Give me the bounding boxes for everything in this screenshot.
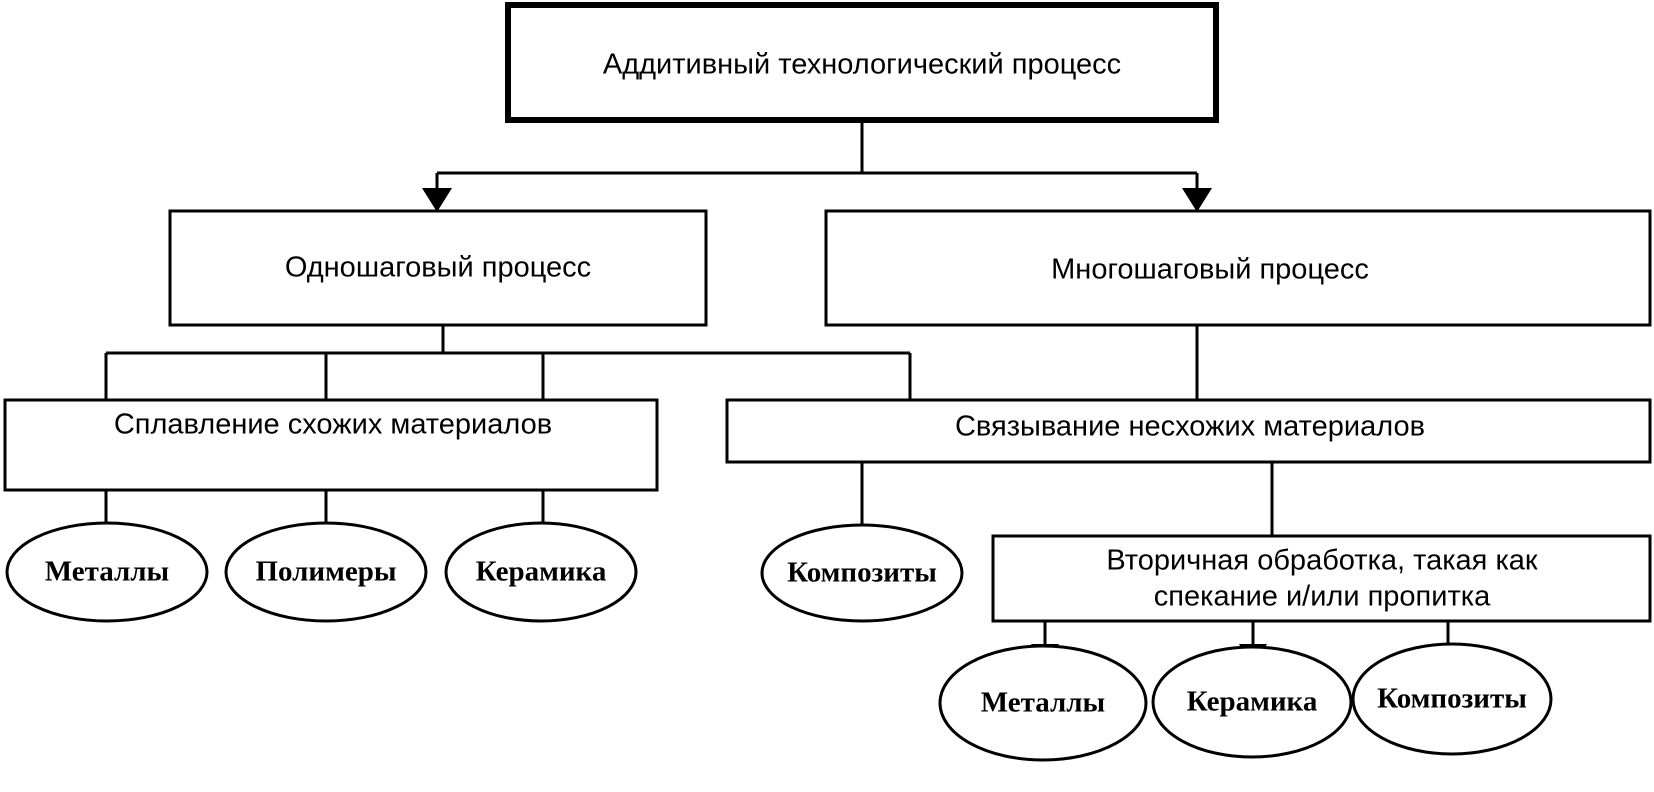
node-secondary-processing-line1: Вторичная обработка, такая как [1106, 545, 1538, 577]
node-root[interactable]: Аддитивный технологический процесс [505, 2, 1219, 123]
node-polymers-left-label: Полимеры [255, 556, 396, 588]
node-multi-step-shape [824, 209, 1652, 327]
node-single-step[interactable]: Одношаговый процесс [168, 209, 708, 327]
edge-single-step-to-fusion [104, 325, 912, 400]
node-fusion-similar-shape [3, 398, 659, 492]
node-single-step-shape [168, 209, 708, 327]
node-polymers-left[interactable]: Полимеры [224, 521, 428, 623]
node-composites-right-shape [1351, 642, 1553, 756]
node-secondary-processing-line2: спекание и/или пропитка [1154, 581, 1491, 613]
arrow-head-multi-step [1182, 188, 1212, 212]
node-metals-right[interactable]: Металлы [938, 644, 1148, 762]
node-binding-dissimilar[interactable]: Связывание несхожих материалов [725, 398, 1652, 464]
node-multi-step-label: Многошаговый процесс [1051, 254, 1369, 286]
node-metals-right-label: Металлы [981, 687, 1105, 719]
node-ceramics-right-label: Керамика [1187, 686, 1318, 718]
node-ceramics-right-shape [1151, 645, 1353, 759]
arrow-head-single-step [422, 188, 452, 212]
node-multi-step[interactable]: Многошаговый процесс [824, 209, 1652, 327]
node-binding-dissimilar-shape [725, 398, 1652, 464]
node-composites-mid-shape [760, 523, 964, 623]
node-composites-right[interactable]: Композиты [1351, 642, 1553, 756]
node-single-step-label: Одношаговый процесс [285, 252, 591, 284]
node-polymers-left-shape [224, 521, 428, 623]
node-secondary-processing-shape [991, 534, 1652, 623]
node-metals-left-shape [5, 521, 209, 623]
node-ceramics-left-label: Керамика [476, 556, 607, 588]
node-composites-mid[interactable]: Композиты [760, 523, 964, 623]
node-fusion-similar[interactable]: Сплавление схожих материалов [3, 398, 659, 492]
node-ceramics-right[interactable]: Керамика [1151, 645, 1353, 759]
node-root-shape [505, 2, 1219, 123]
node-composites-right-label: Композиты [1377, 683, 1527, 715]
node-fusion-similar-label: Сплавление схожих материалов [114, 409, 552, 441]
node-composites-mid-label: Композиты [787, 557, 937, 589]
node-secondary-processing[interactable]: Вторичная обработка, такая как спекание … [991, 534, 1652, 623]
node-ceramics-left-shape [444, 521, 638, 623]
node-metals-left[interactable]: Металлы [5, 521, 209, 623]
node-ceramics-left[interactable]: Керамика [444, 521, 638, 623]
edge-root-to-level2 [422, 123, 1212, 212]
node-metals-left-label: Металлы [45, 556, 169, 588]
node-root-label: Аддитивный технологический процесс [603, 49, 1121, 81]
node-metals-right-shape [938, 644, 1148, 762]
node-binding-dissimilar-label: Связывание несхожих материалов [955, 411, 1425, 443]
